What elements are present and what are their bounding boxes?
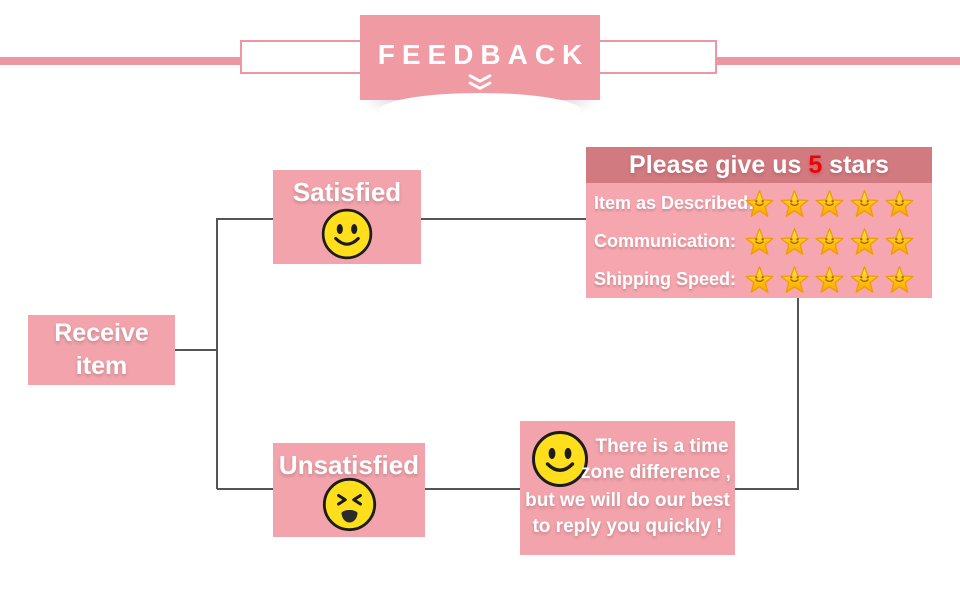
- banner-title: FEEDBACK: [377, 39, 590, 70]
- star-icon: [780, 265, 809, 293]
- receive-item-box: Receive item: [28, 315, 175, 385]
- star-icon: [815, 227, 844, 255]
- ratings-title: Please give us 5 stars: [586, 147, 932, 183]
- star-rating: [744, 265, 915, 294]
- connector-ratings-riser: [797, 298, 799, 490]
- unsatisfied-box: Unsatisfied: [273, 443, 425, 537]
- connector-reply-to-riser: [735, 488, 799, 490]
- rating-row-communication: Communication:: [586, 222, 932, 260]
- connector-satisfied-to-ratings: [421, 218, 586, 220]
- star-icon: [780, 227, 809, 255]
- star-icon: [885, 265, 914, 293]
- rating-label: Shipping Speed:: [594, 268, 736, 289]
- star-icon: [815, 265, 844, 293]
- star-icon: [815, 189, 844, 217]
- ratings-title-suffix: stars: [822, 151, 889, 179]
- star-icon: [745, 189, 774, 217]
- star-icon: [745, 265, 774, 293]
- happy-face-icon: [321, 208, 373, 260]
- star-icon: [850, 189, 879, 217]
- star-icon: [745, 227, 774, 255]
- connector-receive-to-trunk: [175, 349, 218, 351]
- connector-trunk-to-satisfied: [217, 218, 273, 220]
- rating-row-shipping-speed: Shipping Speed:: [586, 260, 932, 298]
- unsatisfied-label: Unsatisfied: [278, 450, 420, 480]
- satisfied-box: Satisfied: [273, 170, 421, 264]
- star-icon: [885, 227, 914, 255]
- receive-item-label: Receive item: [54, 319, 149, 380]
- star-icon: [885, 189, 914, 217]
- star-rating: [744, 189, 915, 218]
- connector-trunk-to-unsatisfied: [217, 488, 273, 490]
- satisfied-label: Satisfied: [292, 177, 402, 207]
- double-chevron-down-icon: [468, 74, 492, 90]
- star-icon: [850, 265, 879, 293]
- feedback-banner: FEEDBACK: [360, 15, 600, 100]
- reply-note-box: There is a time zone difference , but we…: [520, 421, 735, 555]
- rating-rows: Item as Described: Communication: Shippi…: [586, 183, 932, 298]
- rating-label: Communication:: [594, 230, 736, 251]
- reply-note-line: zone difference ,: [581, 462, 731, 483]
- star-rating: [744, 227, 915, 256]
- tired-face-icon: [322, 477, 377, 532]
- banner-curve: [380, 93, 580, 127]
- ribbon-bar-left: [0, 57, 243, 65]
- ratings-panel: Please give us 5 stars Item as Described…: [586, 147, 932, 298]
- reply-note-line: to reply you quickly !: [532, 516, 723, 537]
- connector-trunk-vertical: [216, 218, 218, 489]
- reply-note-line: There is a time: [595, 436, 729, 457]
- reply-note-line: but we will do our best: [525, 490, 730, 511]
- rating-label: Item as Described:: [594, 192, 755, 213]
- connector-unsatisfied-to-reply: [425, 488, 520, 490]
- star-icon: [780, 189, 809, 217]
- ribbon-bar-right: [715, 57, 960, 65]
- star-icon: [850, 227, 879, 255]
- ratings-title-prefix: Please give us: [629, 151, 809, 179]
- rating-row-item-as-described: Item as Described:: [586, 184, 932, 222]
- ratings-title-highlight: 5: [808, 151, 823, 179]
